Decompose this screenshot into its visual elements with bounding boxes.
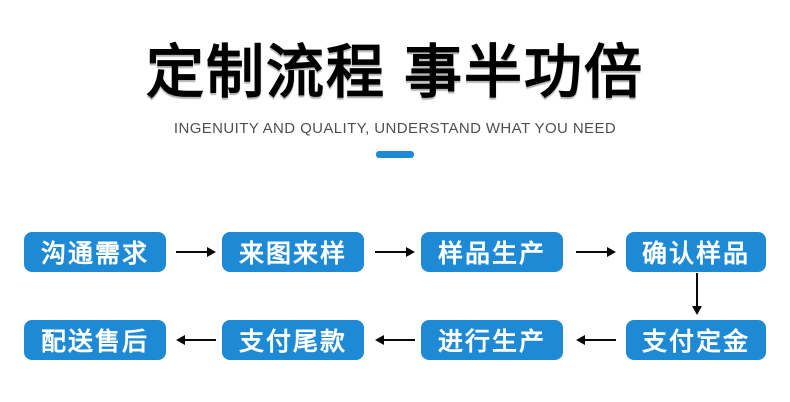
arrow-left-icon bbox=[176, 333, 216, 347]
flow-step-pay-deposit: 支付定金 bbox=[626, 320, 766, 360]
flow-step-production: 进行生产 bbox=[421, 320, 563, 360]
flow-step-delivery-aftersales: 配送售后 bbox=[24, 320, 166, 360]
arrow-left-icon bbox=[576, 333, 616, 347]
arrow-right-icon bbox=[576, 245, 616, 259]
flow-step-sample-production: 样品生产 bbox=[421, 232, 563, 272]
section-title: 定制流程 事半功倍 bbox=[145, 40, 645, 105]
arrow-left-icon bbox=[375, 333, 415, 347]
arrow-down-icon bbox=[690, 273, 704, 315]
arrow-right-icon bbox=[176, 245, 216, 259]
flow-step-communicate-needs: 沟通需求 bbox=[24, 232, 166, 272]
flow-step-send-drawings-samples: 来图来样 bbox=[222, 232, 364, 272]
flow-step-confirm-sample: 确认样品 bbox=[626, 232, 766, 272]
arrow-right-icon bbox=[375, 245, 415, 259]
accent-divider bbox=[376, 151, 414, 158]
flow-step-pay-balance: 支付尾款 bbox=[222, 320, 364, 360]
section-subtitle: INGENUITY AND QUALITY, UNDERSTAND WHAT Y… bbox=[173, 120, 617, 137]
